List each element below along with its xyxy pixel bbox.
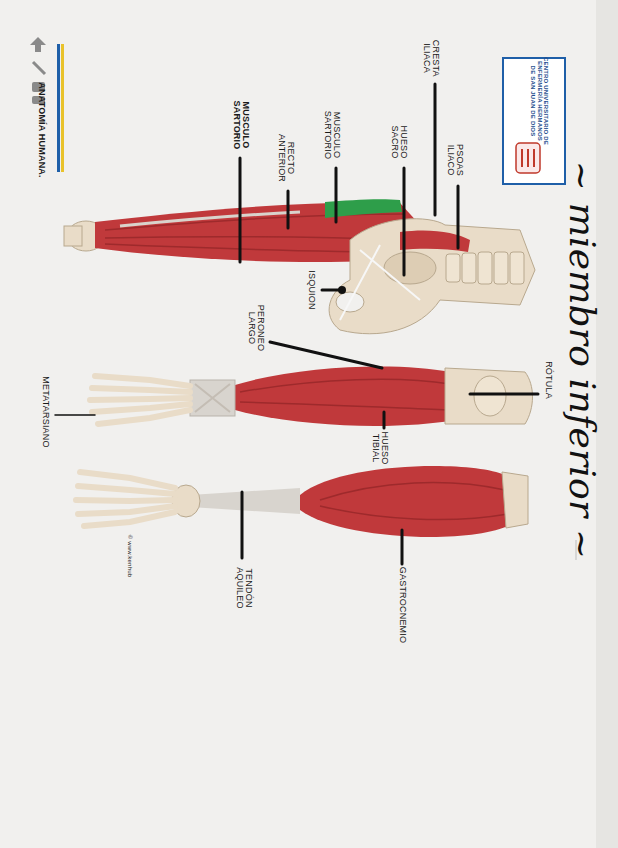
logo-box: CENTRO UNIVERSITARIO DE ENFERMERÍA HERMA… [502,57,566,185]
part-label: ANATOMÍA HUMANA. [36,82,45,178]
logo-text: CENTRO UNIVERSITARIO DE ENFERMERÍA HERMA… [531,56,550,146]
part-label: © www.kenhub [127,535,133,578]
part-label: TENDÓN AQUILEO [235,567,254,608]
part-label: ISQUION [306,270,315,309]
part-label: PERONEO LARGO [247,305,266,351]
part-label: PSOAS ILIACO [446,144,465,176]
logo-emblem [514,139,544,179]
part-label: MUSCULO SARTORIO [323,111,342,159]
part-label: MUSCULO SARTORIO [232,101,251,150]
blue-stripe [57,44,60,172]
posterior-leg-figure [76,466,528,537]
part-label: GASTROCNEMIO [397,567,406,643]
yellow-stripe [61,44,64,172]
part-label: HUESO TIBIAL [371,431,390,464]
thigh-pelvis-figure [64,199,535,334]
part-label: CRESTA ILIACA [422,40,441,77]
anterior-leg-figure [90,366,533,426]
part-label: METATARSIANO [40,376,49,447]
part-label: RÓTULA [543,361,552,399]
part-label: RECTO ANTERIOR [277,134,296,182]
page-title: ~ miembro inferior ~ [563,161,601,560]
part-label: HUESO SACRO [390,125,409,158]
leader-lines [55,84,538,564]
